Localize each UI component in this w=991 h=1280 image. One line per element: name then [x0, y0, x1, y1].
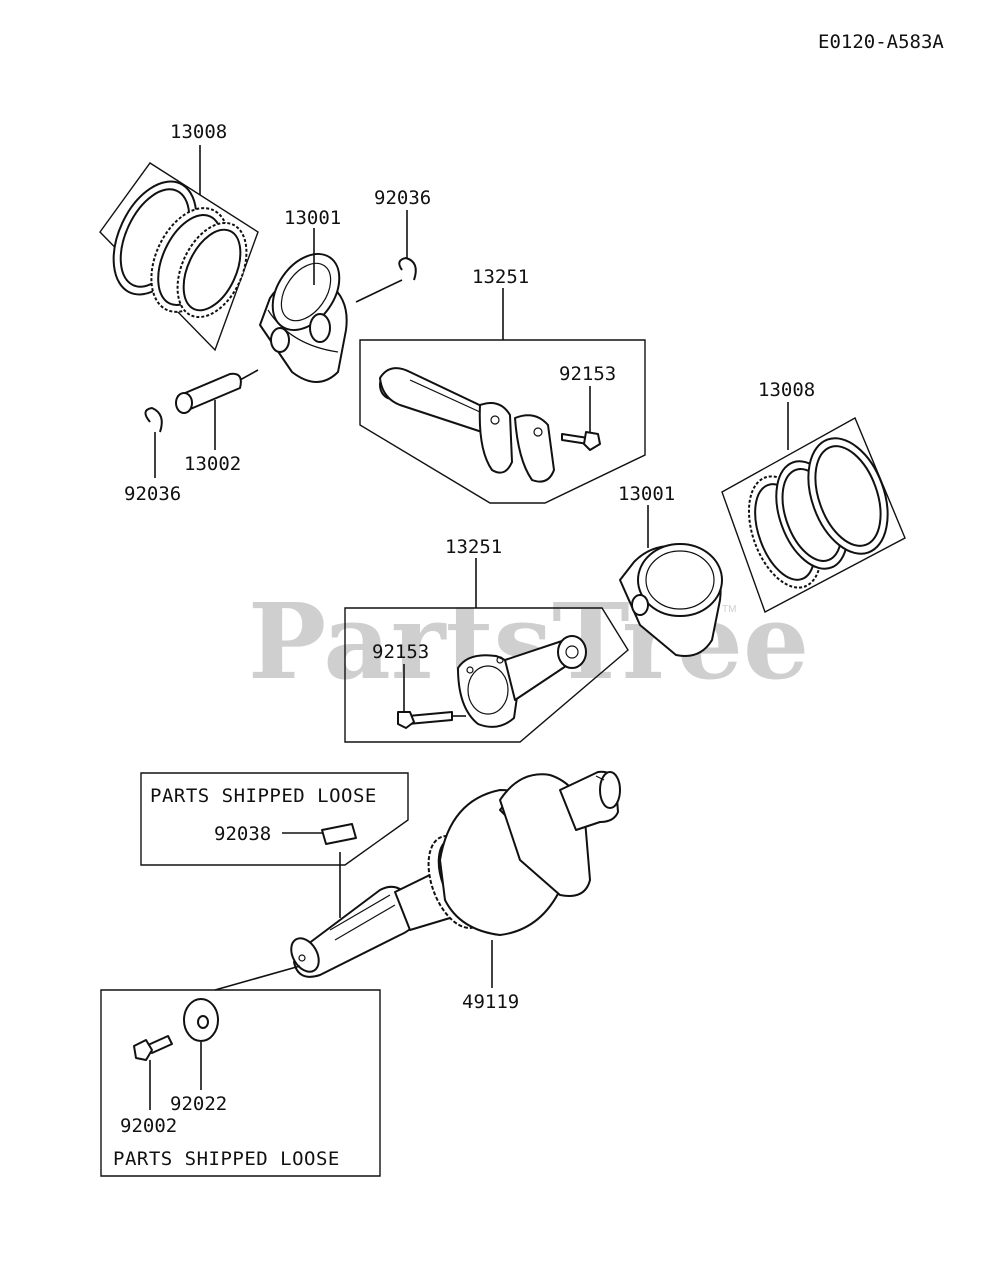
note-loose-top: PARTS SHIPPED LOOSE	[150, 785, 377, 807]
crank-key[interactable]	[321, 823, 357, 845]
piston-top[interactable]	[259, 242, 353, 383]
label-rings-right: 13008	[758, 379, 815, 401]
label-conrod-top: 13251	[472, 266, 529, 288]
conrod-bolt-bottom[interactable]	[397, 711, 453, 729]
label-key: 92038	[214, 823, 271, 845]
label-bolt-bottom: 92153	[372, 641, 429, 663]
label-pin: 13002	[184, 453, 241, 475]
label-bolt-top: 92153	[559, 363, 616, 385]
conrod-bolt-top[interactable]	[561, 431, 601, 451]
diagram-code: E0120-A583A	[818, 31, 944, 53]
leader-washer-crank	[214, 965, 301, 991]
piston-rings-right[interactable]	[735, 427, 902, 597]
connecting-rod-top[interactable]	[379, 367, 555, 483]
connecting-rod-bottom[interactable]	[457, 635, 587, 728]
loose-box-bottom	[100, 989, 381, 1177]
label-conrod-bottom: 13251	[445, 536, 502, 558]
rings-right-box	[721, 417, 906, 613]
conrod-bottom-box	[344, 607, 629, 743]
crank-washer[interactable]	[183, 998, 219, 1042]
watermark-trademark: TM	[722, 604, 736, 615]
circlip-bottom[interactable]	[144, 407, 163, 433]
label-circlip-top: 92036	[374, 187, 431, 209]
loose-box-top	[140, 772, 409, 866]
label-piston-right: 13001	[618, 483, 675, 505]
leader-pin-piston	[239, 369, 259, 381]
leader-circlip-piston	[355, 279, 403, 303]
note-loose-bottom: PARTS SHIPPED LOOSE	[113, 1148, 340, 1170]
conrod-top-box	[359, 339, 646, 504]
crank-bolt[interactable]	[133, 1035, 173, 1061]
piston-pin[interactable]	[175, 372, 242, 414]
label-rings-top: 13008	[170, 121, 227, 143]
label-washer: 92022	[170, 1093, 227, 1115]
crankshaft[interactable]	[286, 770, 621, 978]
label-crankshaft: 49119	[462, 991, 519, 1013]
label-circlip-bottom: 92036	[124, 483, 181, 505]
circlip-top[interactable]	[398, 257, 417, 281]
piston-rings-top[interactable]	[97, 162, 260, 352]
piston-right[interactable]	[619, 543, 723, 657]
label-piston-top: 13001	[284, 207, 341, 229]
label-crank-bolt: 92002	[120, 1115, 177, 1137]
